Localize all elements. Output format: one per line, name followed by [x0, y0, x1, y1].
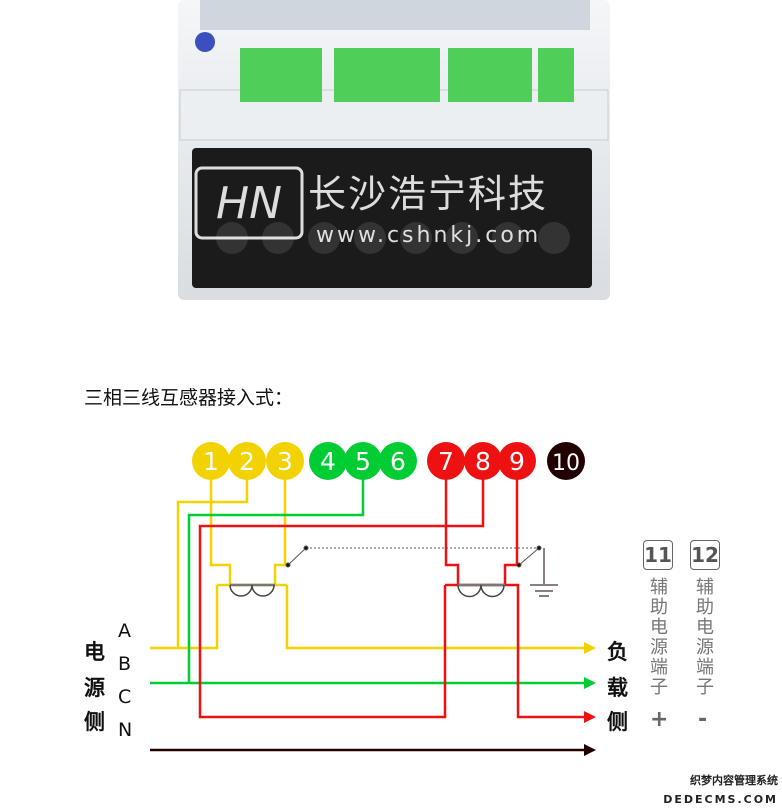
terminal-label-10: 10 [552, 451, 580, 476]
terminal-block-1 [240, 48, 322, 102]
terminal-10 [547, 442, 585, 480]
phase-a-wires [150, 478, 588, 650]
phase-label-b: B [118, 653, 132, 675]
terminal-label-4: 4 [320, 447, 336, 476]
terminal-label-2: 2 [239, 447, 255, 476]
arrows [584, 642, 596, 756]
aux-terminal-12: 12 [690, 540, 720, 570]
source-side-2: 源 [84, 676, 105, 700]
phase-label-c: C [118, 686, 132, 708]
terminal-block-3 [448, 48, 532, 102]
terminal-1 [192, 442, 230, 480]
watermark-company: 长沙浩宁科技 [308, 172, 549, 216]
aux-sign-minus: - [698, 707, 708, 732]
terminal-2 [228, 442, 266, 480]
terminal-cover [192, 148, 592, 288]
device-top [200, 0, 590, 30]
phase-label-a: A [118, 620, 131, 642]
terminal-label-7: 7 [438, 447, 454, 476]
phase-label-n: N [118, 719, 133, 741]
load-side-2: 载 [607, 676, 628, 700]
aux-label-12: 辅助电源端子 [696, 577, 714, 698]
ct-coil-icon [229, 583, 505, 598]
load-side-1: 负 [607, 640, 628, 664]
terminal-label-3: 3 [277, 447, 293, 476]
terminal-3 [266, 442, 304, 480]
source-side-1: 电 [84, 640, 105, 664]
terminal-8 [464, 442, 502, 480]
aux-sign-plus: + [650, 707, 669, 732]
company-logo [194, 166, 304, 240]
ground-icon [530, 548, 558, 597]
footer-watermark-1: 织梦内容管理系统 [690, 774, 778, 787]
load-side-3: 侧 [607, 710, 628, 734]
footer-watermark-2: DEDECMS.COM [663, 793, 778, 806]
terminal-label-1: 1 [203, 447, 219, 476]
watermark-url: www.cshnkj.com [316, 223, 542, 248]
terminal-label-8: 8 [475, 447, 491, 476]
terminal-label-5: 5 [355, 447, 371, 476]
company-logo-text: HN [216, 178, 282, 229]
terminal-label-6: 6 [390, 447, 406, 476]
aux-terminal-11: 11 [643, 540, 673, 570]
seal-icon [195, 32, 215, 52]
phase-c-wires [198, 478, 588, 719]
terminal-6 [379, 442, 417, 480]
switch-link [285, 545, 542, 568]
terminal-5 [344, 442, 382, 480]
terminal-block-4 [538, 48, 574, 102]
terminal-4 [309, 442, 347, 480]
terminal-9 [498, 442, 536, 480]
terminal-label-9: 9 [509, 447, 525, 476]
source-side-3: 侧 [84, 710, 105, 734]
phase-b-wires [150, 478, 588, 685]
aux-label-11: 辅助电源端子 [650, 577, 668, 698]
diagram-title: 三相三线互感器接入式： [84, 387, 294, 409]
terminal-block-2 [334, 48, 440, 102]
terminal-7 [427, 442, 465, 480]
